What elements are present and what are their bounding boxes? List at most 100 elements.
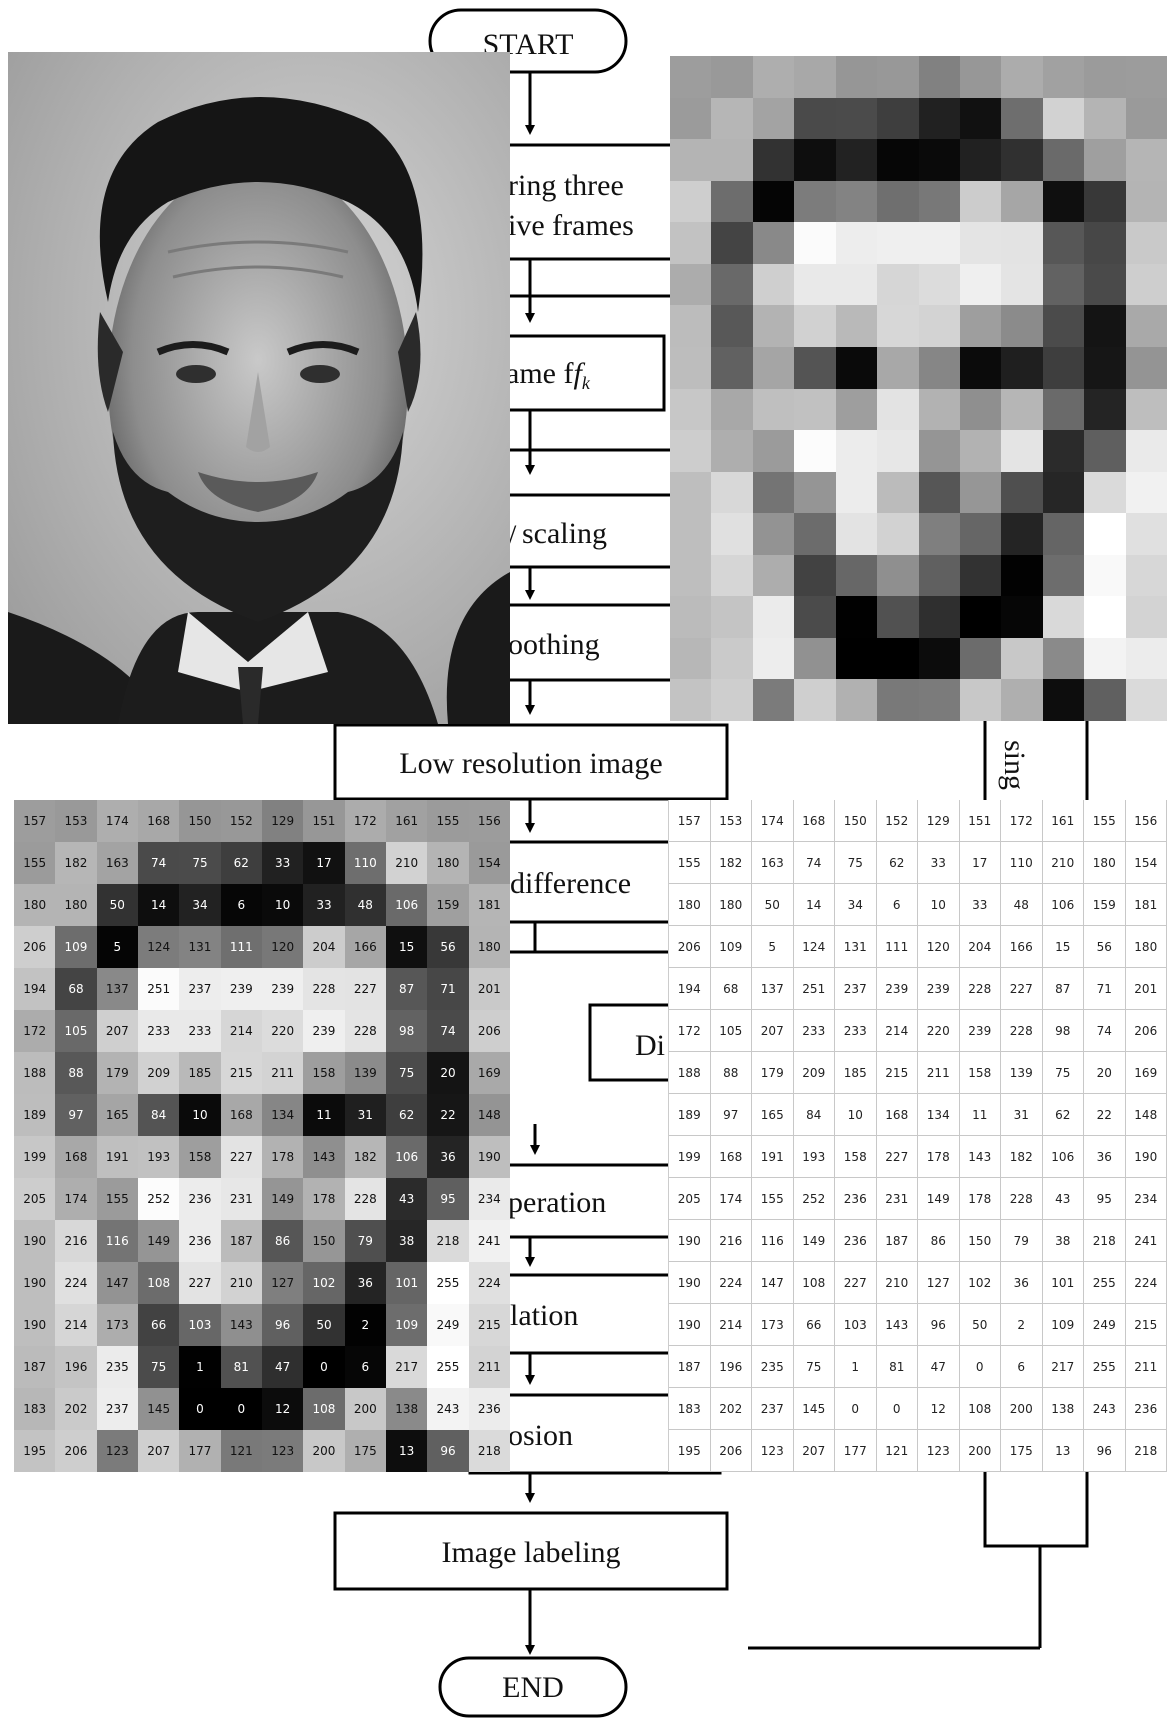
pixel-cell (753, 305, 794, 347)
pixel-value-cell: 97 (55, 1094, 96, 1136)
pixel-cell (960, 181, 1001, 223)
table-cell: 200 (1001, 1388, 1043, 1430)
pixel-value-cell: 34 (179, 884, 220, 926)
table-cell: 95 (1084, 1178, 1126, 1220)
table-cell: 101 (1043, 1262, 1085, 1304)
pixel-cell (960, 679, 1001, 721)
pixel-value-cell: 234 (469, 1178, 510, 1220)
pixel-value-cell: 0 (179, 1388, 220, 1430)
table-cell: 205 (669, 1178, 711, 1220)
pixel-value-table: 1571531741681501521291511721611551561551… (668, 800, 1167, 1472)
table-cell: 180 (711, 884, 753, 926)
table-cell: 187 (669, 1346, 711, 1388)
table-cell: 174 (711, 1178, 753, 1220)
pixel-value-cell: 202 (55, 1388, 96, 1430)
pixel-value-cell: 252 (138, 1178, 179, 1220)
pixel-value-cell: 6 (221, 884, 262, 926)
pixel-cell (794, 513, 835, 555)
table-cell: 151 (960, 800, 1002, 842)
table-cell: 14 (794, 884, 836, 926)
pixel-value-cell: 10 (179, 1094, 220, 1136)
pixel-cell (1001, 679, 1042, 721)
table-cell: 181 (1126, 884, 1168, 926)
pixel-value-cell: 111 (221, 926, 262, 968)
pixel-cell (1043, 56, 1084, 98)
pixel-cell (1001, 181, 1042, 223)
pixel-value-cell: 233 (179, 1010, 220, 1052)
pixel-value-cell: 217 (386, 1346, 427, 1388)
table-cell: 134 (918, 1094, 960, 1136)
table-cell: 123 (918, 1430, 960, 1472)
table-cell: 105 (711, 1010, 753, 1052)
table-cell: 50 (960, 1304, 1002, 1346)
pixel-value-cell: 101 (386, 1262, 427, 1304)
table-cell: 156 (1126, 800, 1168, 842)
pixel-value-cell: 236 (179, 1178, 220, 1220)
pixel-cell (1043, 347, 1084, 389)
pixel-cell (670, 555, 711, 597)
pixel-value-cell: 81 (221, 1346, 262, 1388)
pixel-value-cell: 75 (179, 842, 220, 884)
pixel-value-cell: 50 (303, 1304, 344, 1346)
pixel-value-cell: 216 (55, 1220, 96, 1262)
pixel-value-cell: 129 (262, 800, 303, 842)
pixel-value-cell: 239 (303, 1010, 344, 1052)
table-cell: 36 (1001, 1262, 1043, 1304)
pixel-cell (919, 222, 960, 264)
pixel-value-cell: 110 (345, 842, 386, 884)
pixel-value-cell: 152 (221, 800, 262, 842)
pixel-cell (836, 139, 877, 181)
pixel-value-cell: 201 (469, 968, 510, 1010)
table-cell: 1 (835, 1346, 877, 1388)
pixel-cell (711, 679, 752, 721)
table-cell: 155 (752, 1178, 794, 1220)
pixel-value-cell: 193 (138, 1136, 179, 1178)
table-cell: 10 (835, 1094, 877, 1136)
table-cell: 129 (918, 800, 960, 842)
table-cell: 236 (835, 1178, 877, 1220)
pixel-value-cell: 173 (97, 1304, 138, 1346)
pixel-value-cell: 190 (14, 1220, 55, 1262)
pixel-value-cell: 96 (262, 1304, 303, 1346)
table-cell: 206 (1126, 1010, 1168, 1052)
pixel-cell (836, 679, 877, 721)
pixel-cell (877, 555, 918, 597)
pixel-cell (670, 222, 711, 264)
pixel-cell (1084, 264, 1125, 306)
pixel-value-cell: 168 (221, 1094, 262, 1136)
pixel-value-cell: 121 (221, 1430, 262, 1472)
pixel-value-cell: 124 (138, 926, 179, 968)
table-cell: 206 (669, 926, 711, 968)
table-cell: 207 (794, 1430, 836, 1472)
pixel-value-cell: 180 (55, 884, 96, 926)
pixel-cell (753, 181, 794, 223)
pixel-cell (670, 56, 711, 98)
table-cell: 211 (918, 1052, 960, 1094)
pixel-cell (711, 56, 752, 98)
table-cell: 166 (1001, 926, 1043, 968)
table-cell: 189 (669, 1094, 711, 1136)
pixel-value-cell: 36 (345, 1262, 386, 1304)
pixel-value-cell: 209 (138, 1052, 179, 1094)
pixel-value-cell: 33 (303, 884, 344, 926)
table-cell: 47 (918, 1346, 960, 1388)
pixel-cell (919, 347, 960, 389)
pixel-cell (877, 139, 918, 181)
pixel-cell (919, 181, 960, 223)
pixel-cell (1084, 430, 1125, 472)
pixel-value-cell: 13 (386, 1430, 427, 1472)
table-cell: 168 (794, 800, 836, 842)
pixel-value-cell: 48 (345, 884, 386, 926)
pixel-value-cell: 227 (179, 1262, 220, 1304)
pixel-cell (836, 222, 877, 264)
pixel-cell (960, 472, 1001, 514)
table-cell: 12 (918, 1388, 960, 1430)
pixel-value-cell: 228 (345, 1178, 386, 1220)
pixel-cell (877, 56, 918, 98)
pixel-value-cell: 12 (262, 1388, 303, 1430)
pixel-value-cell: 215 (469, 1304, 510, 1346)
pixel-value-cell: 155 (97, 1178, 138, 1220)
pixel-value-cell: 147 (97, 1262, 138, 1304)
pixel-cell (1043, 222, 1084, 264)
pixel-cell (1084, 596, 1125, 638)
